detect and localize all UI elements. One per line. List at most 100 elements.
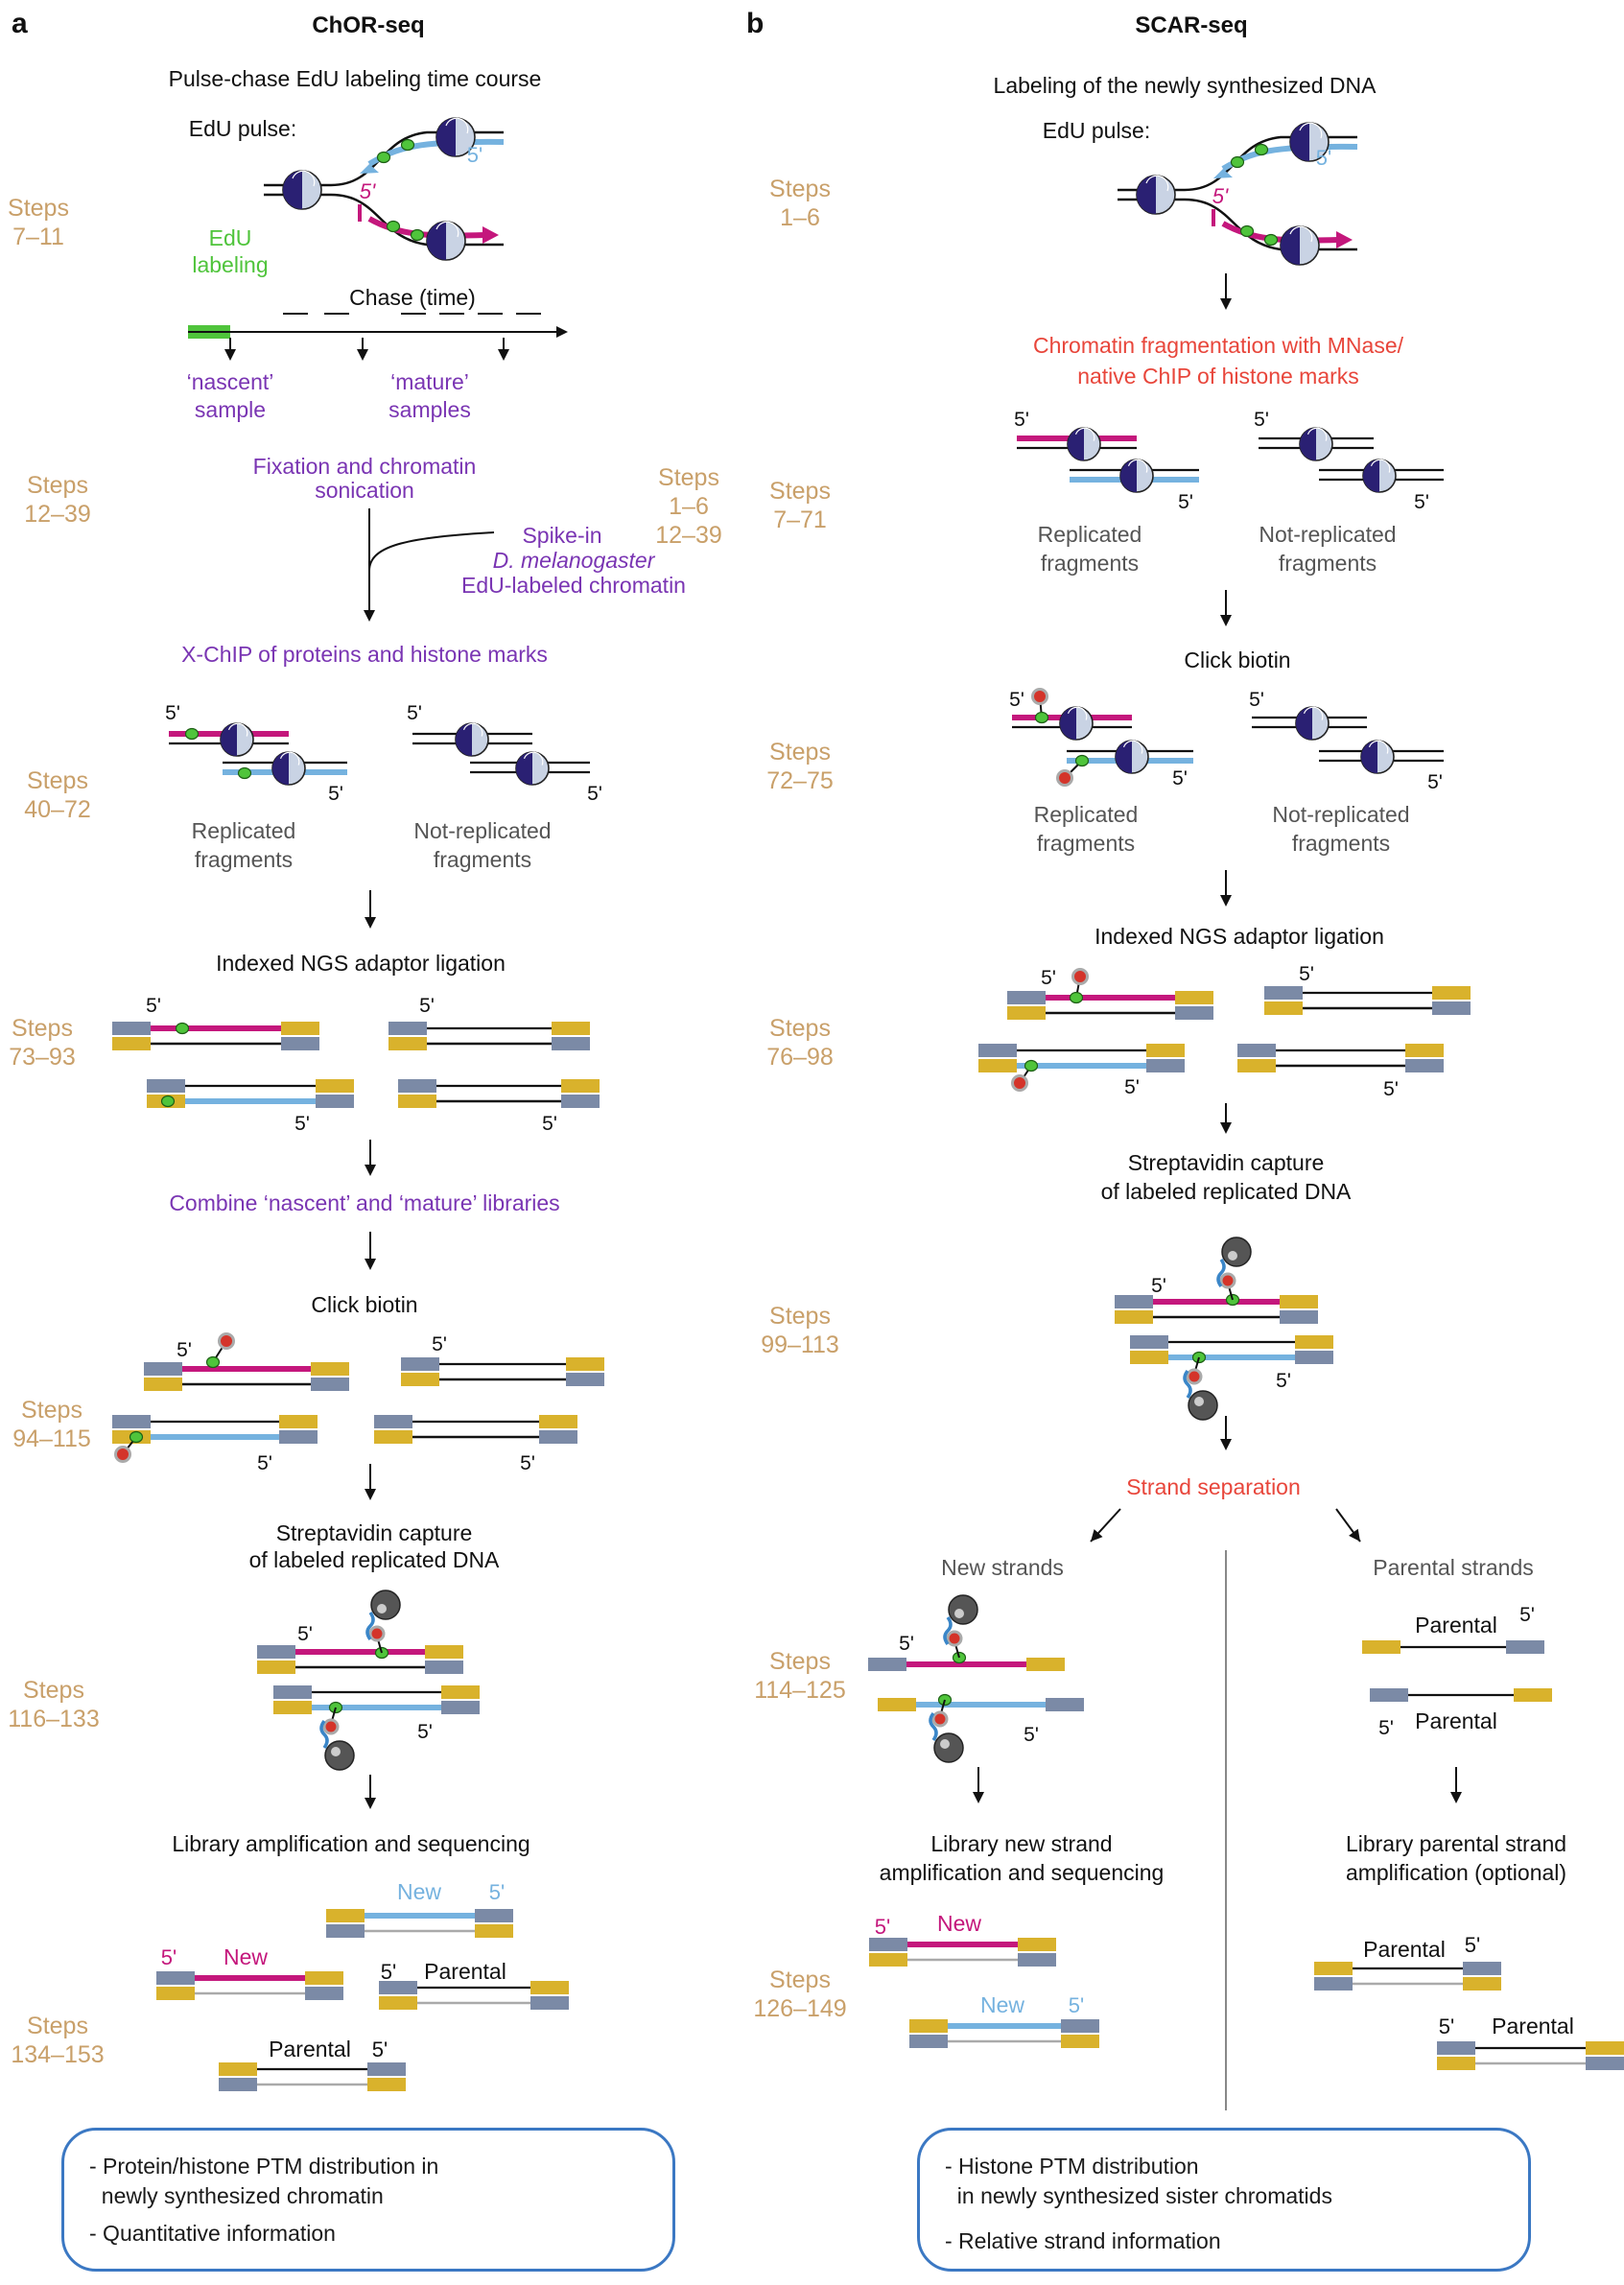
- edu-dot-icon: [376, 151, 391, 164]
- adaptor-block: [552, 1022, 590, 1035]
- five-prime-label: 5': [161, 1945, 177, 1969]
- nucleosome-highlight: [227, 722, 248, 737]
- parental-strands-label: Parental strands: [1373, 1555, 1533, 1580]
- adaptor-block: [112, 1415, 151, 1428]
- edu-dot-icon: [1263, 233, 1279, 247]
- timeline-arrowhead: [556, 326, 568, 338]
- nucleosome-highlight: [523, 751, 544, 766]
- library-fragment: [156, 1971, 343, 2000]
- nucleosome-icon: [1362, 459, 1397, 493]
- new-label: New: [397, 1879, 441, 1904]
- edu-dot-icon: [175, 1022, 190, 1035]
- five-prime-label: 5': [294, 1113, 310, 1135]
- nucleosome-icon: [1067, 427, 1101, 461]
- edu-pulse-label: EdU pulse:: [1043, 118, 1151, 143]
- nucleosome-icon: [1059, 706, 1094, 741]
- down-arrow-icon: [365, 890, 376, 929]
- adaptor-block: [1463, 1977, 1501, 1991]
- nucleosome-icon: [1360, 740, 1395, 774]
- xchip-label: X-ChIP of proteins and histone marks: [181, 642, 548, 667]
- adaptor-block: [1026, 1658, 1065, 1671]
- adaptor-block: [281, 1037, 319, 1050]
- library-fragment: [868, 1658, 1065, 1671]
- down-arrow-icon: [357, 338, 368, 361]
- panel-title-b: SCAR-seq: [1135, 12, 1247, 38]
- five-prime-label: 5': [1041, 967, 1056, 989]
- outcome-line: in newly synthesized sister chromatids: [945, 2183, 1332, 2208]
- adaptor-block: [367, 2062, 406, 2076]
- adaptor-block: [144, 1378, 182, 1391]
- five-prime-label: 5': [1427, 771, 1443, 793]
- adaptor-block: [144, 1362, 182, 1376]
- arrow-head: [1450, 1792, 1462, 1803]
- adaptor-block: [374, 1415, 412, 1428]
- adaptor-block: [1295, 1335, 1333, 1349]
- adaptor-block: [539, 1415, 577, 1428]
- chase-label: Chase (time): [349, 285, 476, 310]
- nucleosome-icon: [435, 117, 476, 157]
- spike-in-join: [368, 531, 495, 572]
- nucleosome-icon: [1136, 175, 1176, 215]
- down-arrow-icon: [364, 508, 375, 622]
- five-prime-label: 5': [542, 1113, 557, 1135]
- nucleosome-icon: [220, 722, 254, 757]
- replication-fork: [1118, 122, 1358, 266]
- adaptor-block: [398, 1095, 436, 1108]
- library-amplification-label: Library amplification and sequencing: [172, 1831, 530, 1856]
- bead-highlight: [940, 1739, 950, 1749]
- nucleosome-icon: [1280, 225, 1320, 266]
- five-prime-label: 5': [297, 1623, 313, 1645]
- nucleosome-highlight: [1368, 740, 1389, 754]
- down-arrow-icon: [1450, 1767, 1462, 1803]
- adaptor-block: [1115, 1295, 1153, 1308]
- nucleosome-icon: [455, 722, 489, 757]
- library-fragment: [112, 1415, 318, 1444]
- edu-dot-icon: [160, 1095, 176, 1108]
- adaptor-block: [441, 1701, 480, 1714]
- fork-strand: [1118, 198, 1357, 251]
- adaptor-block: [530, 1981, 569, 1994]
- five-prime-label: 5': [419, 995, 435, 1017]
- nucleosome-shade: [516, 752, 532, 785]
- nucleosome-icon: [1115, 740, 1149, 774]
- nucleosome-icon: [1289, 122, 1330, 162]
- biotin-icon: [114, 1430, 144, 1463]
- down-arrow-icon: [365, 1140, 376, 1176]
- ligated-library-b: 5'5'5'5': [978, 963, 1471, 1100]
- edu-dot-icon: [205, 1355, 221, 1369]
- linker-coil: [365, 1611, 375, 1641]
- adaptor-block: [1370, 1688, 1408, 1702]
- adaptor-block: [566, 1373, 604, 1386]
- adaptor-block: [398, 1079, 436, 1093]
- five-prime-label: 5': [1276, 1370, 1291, 1392]
- adaptor-block: [1237, 1044, 1276, 1057]
- down-arrow-icon: [365, 1775, 376, 1809]
- adaptor-block: [1130, 1351, 1168, 1364]
- adaptor-block: [1280, 1295, 1318, 1308]
- nucleosome-shade: [1120, 459, 1137, 492]
- five-prime-label: 5': [489, 1880, 505, 1904]
- library-fragment: [869, 1938, 1056, 1967]
- fragmentation-label: Chromatin fragmentation with MNase/nativ…: [1033, 333, 1404, 389]
- biotinylated-library-a: 5'5'5'5': [112, 1332, 604, 1474]
- arrow-head: [365, 1259, 376, 1270]
- nucleosome-shade: [436, 118, 456, 156]
- adaptor-block: [869, 1938, 907, 1951]
- library-fragment: [1007, 991, 1213, 1020]
- biotin-icon: [1011, 1059, 1039, 1092]
- nucleosome-highlight: [1122, 740, 1143, 754]
- five-prime-label: 5': [1172, 767, 1188, 789]
- nucleosome-highlight: [462, 722, 483, 737]
